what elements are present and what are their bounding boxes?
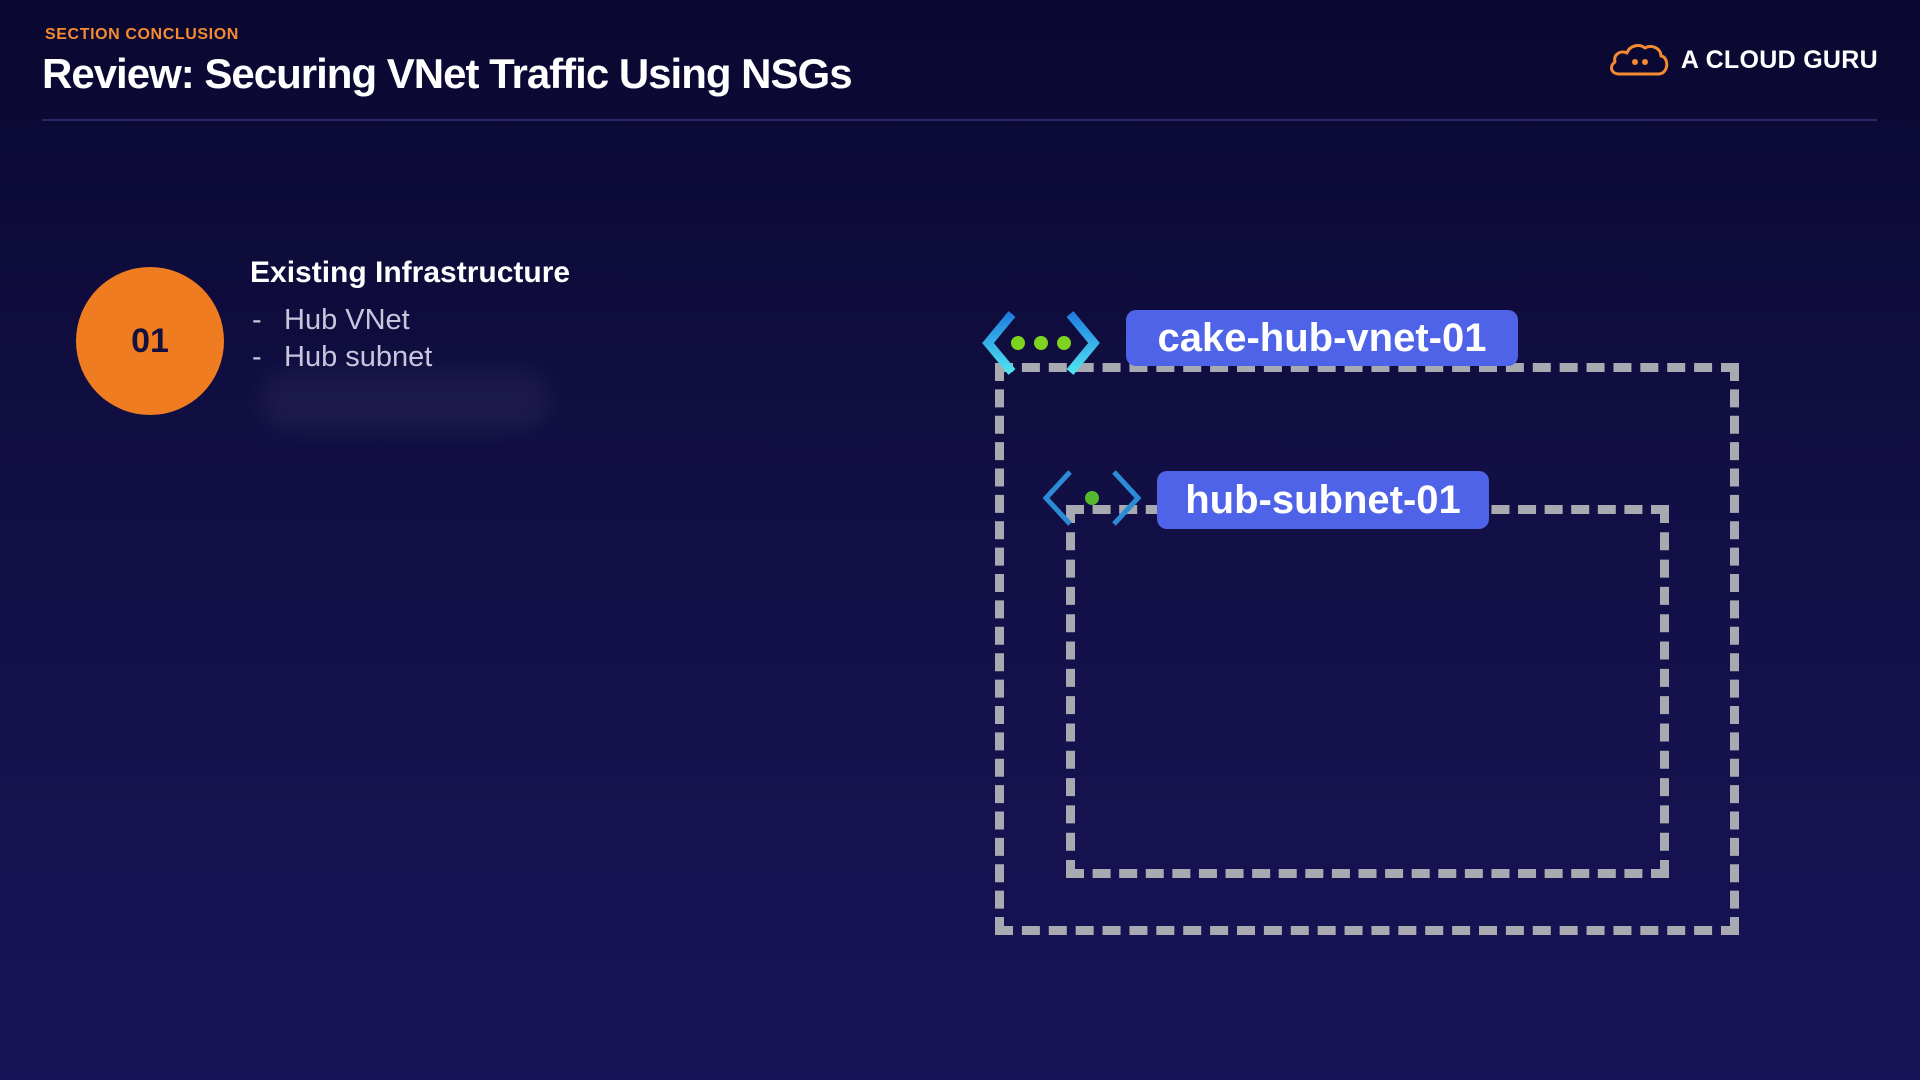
step-title: Existing Infrastructure [250, 256, 571, 289]
brand-name: A CLOUD GURU [1680, 45, 1878, 74]
cloud-logo-icon [1609, 44, 1669, 76]
brand-logo: A CLOUD GURU [1607, 40, 1878, 80]
header-divider [42, 119, 1877, 121]
page-title: Review: Securing VNet Traffic Using NSGs [42, 50, 853, 97]
step-badge: 01 [76, 267, 224, 415]
list-item-label: Hub subnet [284, 341, 433, 373]
list-item-label: Hub VNet [284, 304, 410, 336]
vnet-boundary [995, 363, 1739, 935]
subnet-icon [1042, 470, 1142, 526]
list-bullet: - [252, 341, 262, 373]
subnet-boundary [1066, 505, 1669, 878]
step-number: 01 [131, 321, 169, 360]
step-item-list: -Hub VNet -Hub subnet [252, 302, 432, 376]
list-bullet: - [252, 304, 262, 336]
vnet-name-label: cake-hub-vnet-01 [1126, 310, 1518, 366]
virtual-network-icon [982, 311, 1100, 375]
list-item: -Hub subnet [252, 339, 432, 376]
list-item: -Hub VNet [252, 302, 432, 339]
section-label: SECTION CONCLUSION [45, 26, 239, 43]
faint-shadow [260, 370, 550, 430]
subnet-name-label: hub-subnet-01 [1157, 471, 1489, 529]
